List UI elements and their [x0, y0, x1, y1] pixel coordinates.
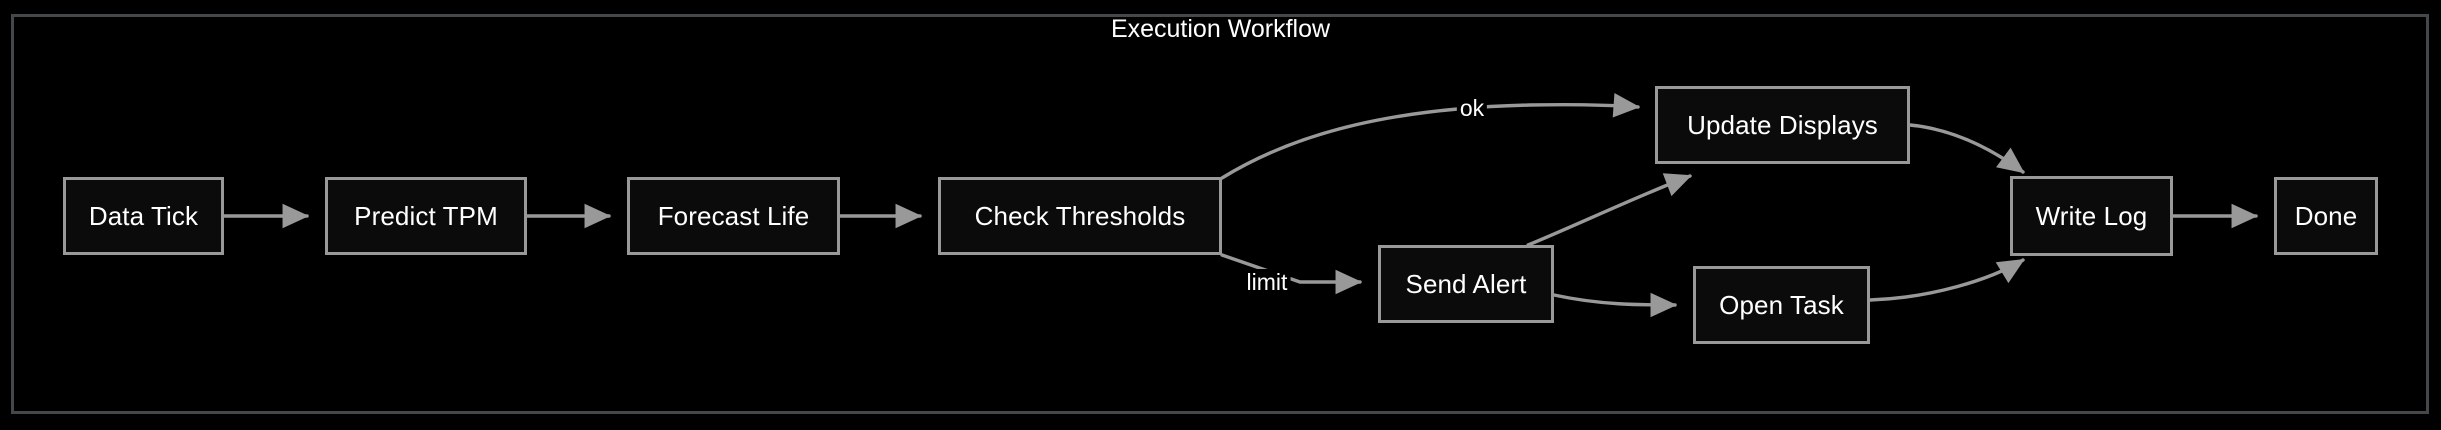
- edge-label-ok: ok: [1456, 95, 1488, 121]
- node-label: Open Task: [1719, 289, 1844, 320]
- node-check-thresholds[interactable]: Check Thresholds: [938, 177, 1222, 255]
- node-label: Update Displays: [1687, 109, 1878, 140]
- node-update-displays[interactable]: Update Displays: [1655, 86, 1910, 164]
- node-label: Send Alert: [1405, 268, 1527, 299]
- node-forecast-life[interactable]: Forecast Life: [627, 177, 840, 255]
- node-data-tick[interactable]: Data Tick: [63, 177, 224, 255]
- node-label: Done: [2294, 200, 2358, 231]
- node-label: Data Tick: [88, 200, 199, 231]
- node-label: Write Log: [2035, 200, 2148, 231]
- node-label: Predict TPM: [354, 200, 498, 231]
- edge-label-limit: limit: [1243, 269, 1291, 295]
- node-open-task[interactable]: Open Task: [1693, 266, 1870, 344]
- node-write-log[interactable]: Write Log: [2010, 176, 2173, 256]
- node-send-alert[interactable]: Send Alert: [1378, 245, 1554, 323]
- node-label: Forecast Life: [657, 200, 810, 231]
- subgraph-frame: [11, 14, 2429, 414]
- node-predict-tpm[interactable]: Predict TPM: [325, 177, 527, 255]
- node-label: Check Thresholds: [974, 200, 1186, 231]
- node-done[interactable]: Done: [2274, 177, 2378, 255]
